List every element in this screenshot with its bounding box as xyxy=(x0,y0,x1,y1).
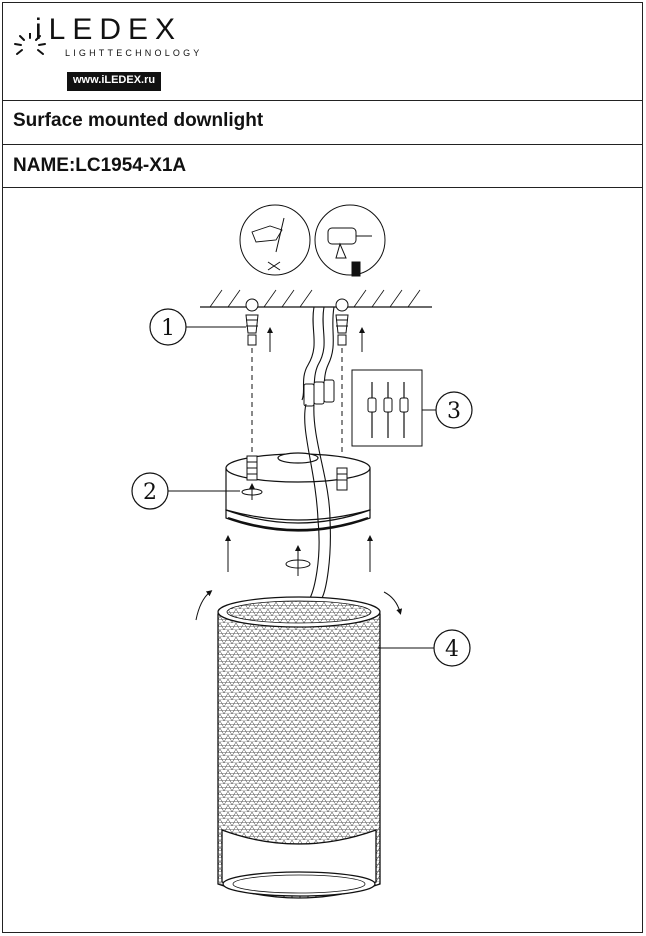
callout-4: 4 xyxy=(433,629,471,667)
product-type: Surface mounted downlight xyxy=(13,110,264,131)
callout-1: 1 xyxy=(149,308,187,346)
svg-text:2: 2 xyxy=(143,480,157,505)
lamp-body xyxy=(217,596,381,899)
callout-2: 2 xyxy=(131,472,169,510)
callout-3: 3 xyxy=(435,391,473,429)
terminal-block xyxy=(303,379,335,407)
lamp-cable xyxy=(304,403,331,599)
brand-url[interactable]: www.iLEDEX.ru xyxy=(67,72,162,91)
brand-tagline: LIGHTTECHNOLOGY xyxy=(65,48,203,58)
base-screw-left xyxy=(246,455,258,481)
product-name: NAME:LC1954-X1A xyxy=(13,155,187,176)
product-type-row: Surface mounted downlight xyxy=(3,100,642,145)
ceiling xyxy=(200,289,432,308)
logo-rays-icon xyxy=(14,33,46,55)
mounting-base xyxy=(225,452,371,532)
svg-text:3: 3 xyxy=(447,399,461,424)
brand-logo: iLEDEX xyxy=(35,13,183,46)
base-screw-right xyxy=(336,467,348,491)
svg-text:1: 1 xyxy=(161,316,175,341)
rotate-lock-arrow xyxy=(241,483,263,500)
wall-anchor-left xyxy=(245,298,259,346)
product-name-row: NAME:LC1954-X1A xyxy=(3,145,642,188)
wall-anchor-right xyxy=(335,298,349,346)
drill-icon xyxy=(314,204,386,277)
wiring-detail-inset xyxy=(351,369,423,447)
svg-text:4: 4 xyxy=(445,637,459,662)
no-cutting-icon xyxy=(239,204,311,276)
header: iLEDEX LIGHTTECHNOLOGY www.iLEDEX.ru xyxy=(3,3,642,101)
